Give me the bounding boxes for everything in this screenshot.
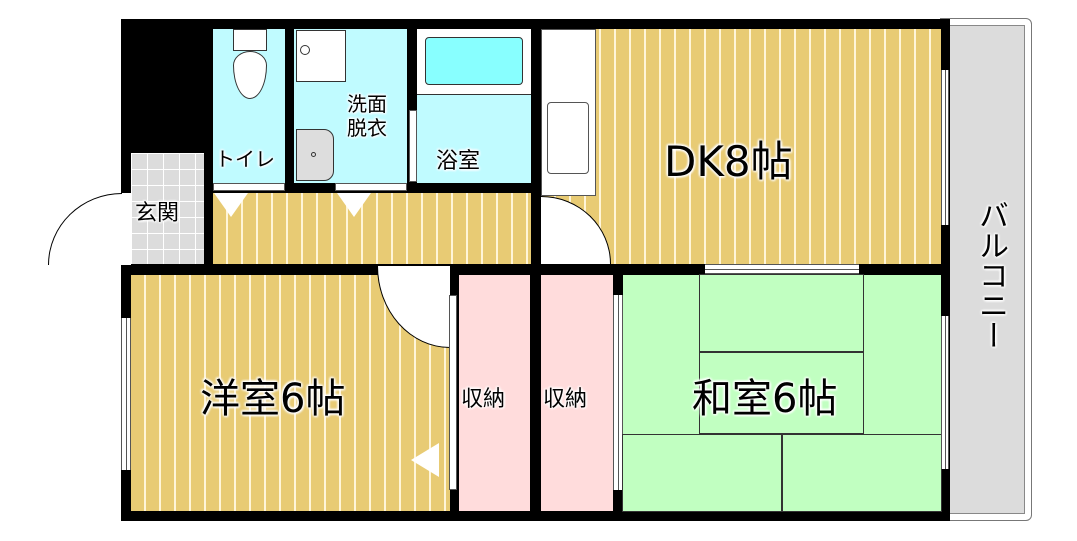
japanese-label: 和室6帖 [692, 376, 838, 422]
storage1-door-icon-top[interactable] [411, 296, 439, 330]
kitchen-counter [541, 29, 596, 196]
toilet-bowl-icon [233, 51, 267, 99]
toilet-tank-icon [233, 29, 267, 51]
sink-icon [296, 129, 334, 181]
dk-room [541, 29, 941, 264]
bathtub-icon [425, 37, 523, 85]
tatami-mat [622, 434, 782, 512]
washroom-label-1: 洗面 [347, 92, 387, 116]
entrance-door[interactable] [48, 193, 122, 265]
western-window [121, 318, 131, 470]
western-label: 洋室6帖 [200, 376, 346, 422]
washroom-label-2: 脱衣 [347, 116, 387, 140]
japanese-room [622, 274, 942, 512]
washroom [294, 29, 407, 183]
storage1-door-icon-bottom[interactable] [411, 443, 439, 477]
kitchen-sink-icon [547, 102, 589, 174]
storage-2 [541, 275, 613, 511]
storage-1 [459, 275, 530, 511]
hallway [213, 193, 531, 264]
storage2-sliding-door[interactable] [613, 295, 623, 490]
tatami-mat [699, 274, 864, 352]
toilet-label: トイレ [215, 147, 275, 171]
toilet-door-icon[interactable] [214, 193, 248, 217]
balcony [940, 18, 1032, 521]
dk-label: DK8帖 [664, 137, 793, 186]
washing-machine-icon [296, 30, 346, 82]
tatami-mat [699, 352, 864, 434]
washroom-door-icon[interactable] [337, 193, 371, 217]
tatami-mat [782, 434, 942, 512]
bathroom [417, 29, 531, 183]
dk-japanese-sliding-door[interactable] [705, 264, 859, 274]
storage-1-label: 収納 [461, 387, 506, 412]
entrance [131, 153, 204, 264]
storage-2-label: 収納 [543, 387, 588, 412]
bath-label: 浴室 [436, 149, 481, 174]
dk-window [941, 70, 949, 225]
entrance-label: 玄関 [135, 201, 180, 226]
japanese-window [941, 316, 949, 469]
toilet-room [213, 29, 285, 183]
balcony-label: バルコニー [973, 200, 1008, 350]
